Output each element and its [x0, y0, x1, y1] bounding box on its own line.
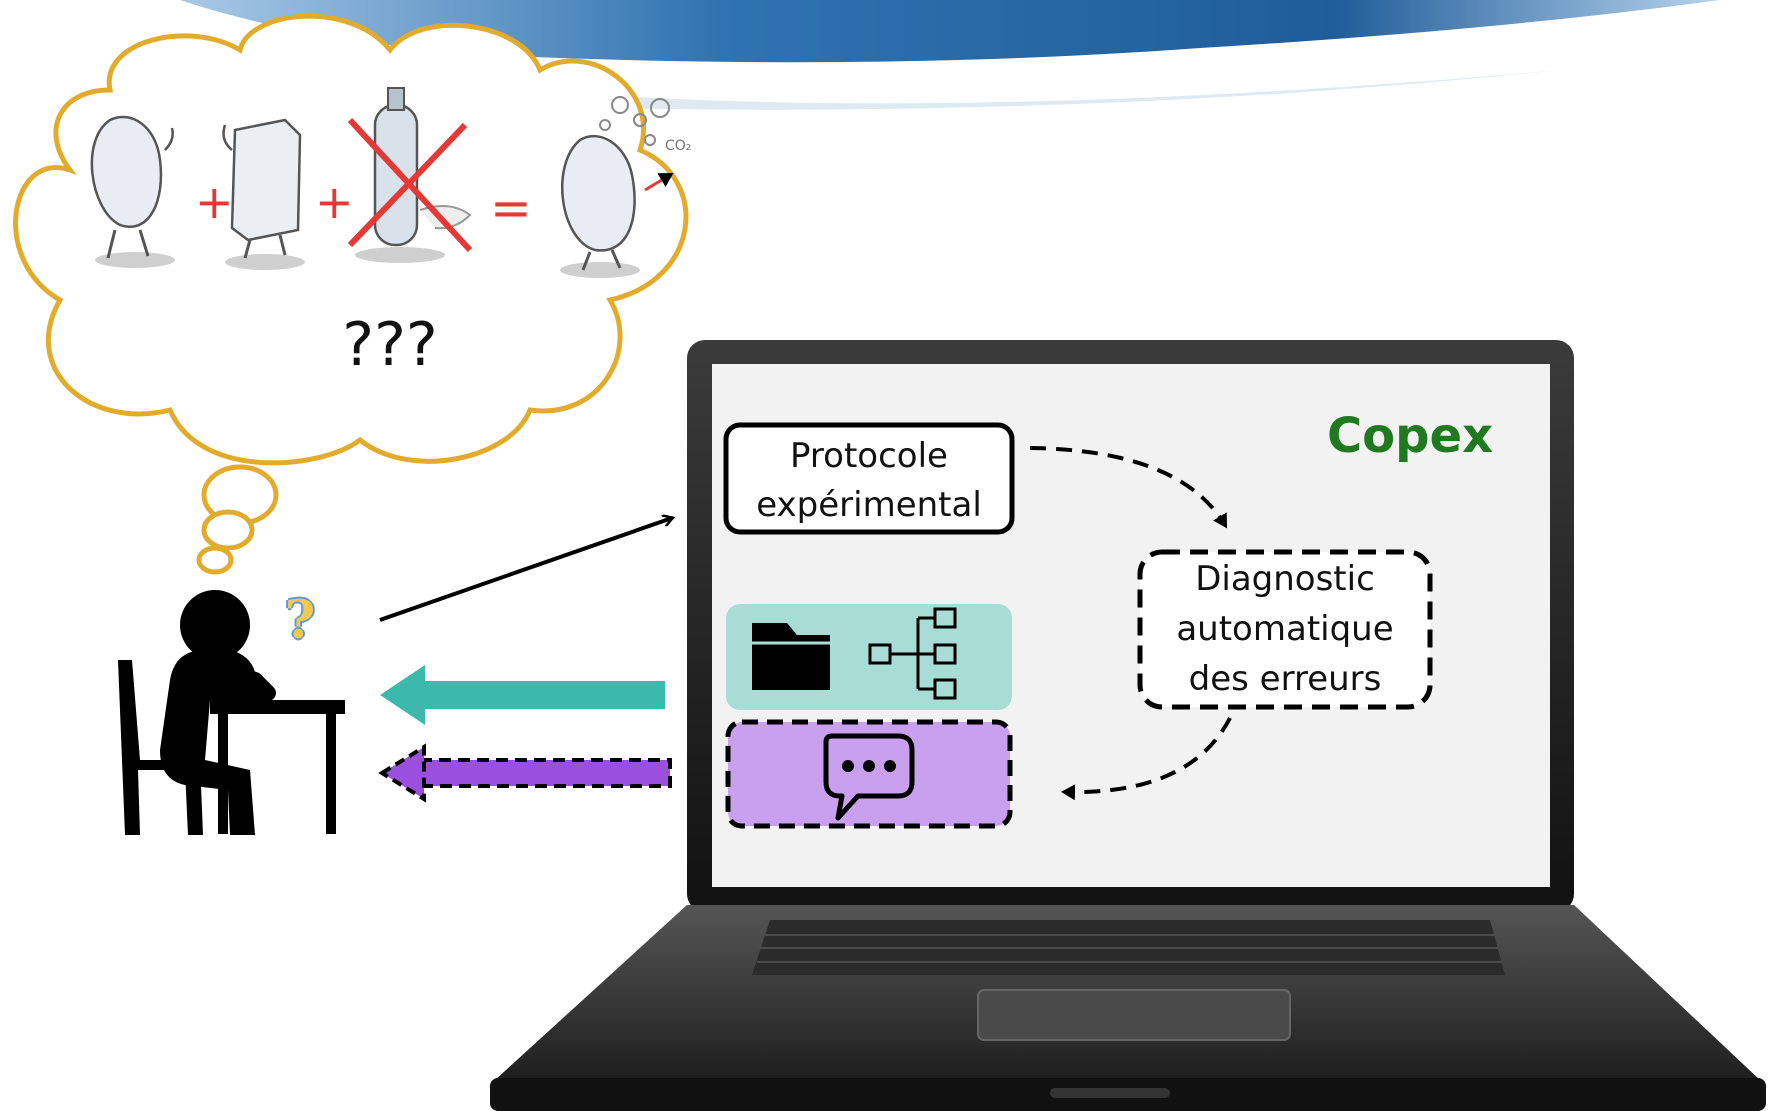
arrow-diagnostic-to-feedback — [1061, 717, 1232, 801]
diagnostic-box-label: Diagnostic automatique des erreurs — [1140, 554, 1430, 704]
arrow-resources-to-learner — [380, 665, 665, 725]
app-name: Copex — [1326, 408, 1494, 464]
equals-sign: = — [490, 179, 532, 237]
tree-structure-icon — [868, 607, 957, 700]
character-2-icon — [222, 118, 305, 270]
learner-at-desk-icon — [118, 590, 345, 835]
svg-text:CO₂: CO₂ — [665, 138, 691, 154]
protocol-line-2: expérimental — [756, 485, 982, 525]
plus-sign-1: + — [195, 175, 234, 229]
folder-icon — [752, 623, 830, 690]
arrow-protocol-to-diagnostic — [1029, 446, 1228, 529]
arrow-feedback-to-learner — [378, 743, 672, 803]
speech-bubble-icon — [823, 733, 915, 821]
trackpad — [977, 989, 1291, 1041]
banner-swoosh — [180, 0, 1720, 110]
laptop — [490, 340, 1766, 1111]
thought-bubble — [13, 13, 689, 575]
diagnostic-line-3: des erreurs — [1188, 659, 1382, 699]
resources-panel — [726, 604, 1012, 710]
arrow-learner-to-protocol — [379, 518, 672, 622]
character-4-icon: CO₂ — [560, 96, 691, 278]
protocol-box — [723, 422, 1015, 535]
protocol-line-1: Protocole — [790, 436, 948, 476]
character-1-icon — [90, 115, 175, 268]
thought-text: ??? — [342, 310, 438, 380]
feedback-panel — [725, 719, 1013, 829]
diagnostic-line-1: Diagnostic — [1195, 559, 1375, 599]
question-mark: ? — [284, 590, 316, 651]
diagnostic-line-2: automatique — [1176, 609, 1394, 649]
plus-sign-2: + — [315, 175, 354, 229]
oxygen-bottle-icon — [347, 87, 473, 263]
diagnostic-box — [1137, 549, 1433, 710]
protocol-box-label: Protocole expérimental — [726, 432, 1012, 530]
reaction-illustration: + + = CO₂ — [90, 87, 691, 278]
